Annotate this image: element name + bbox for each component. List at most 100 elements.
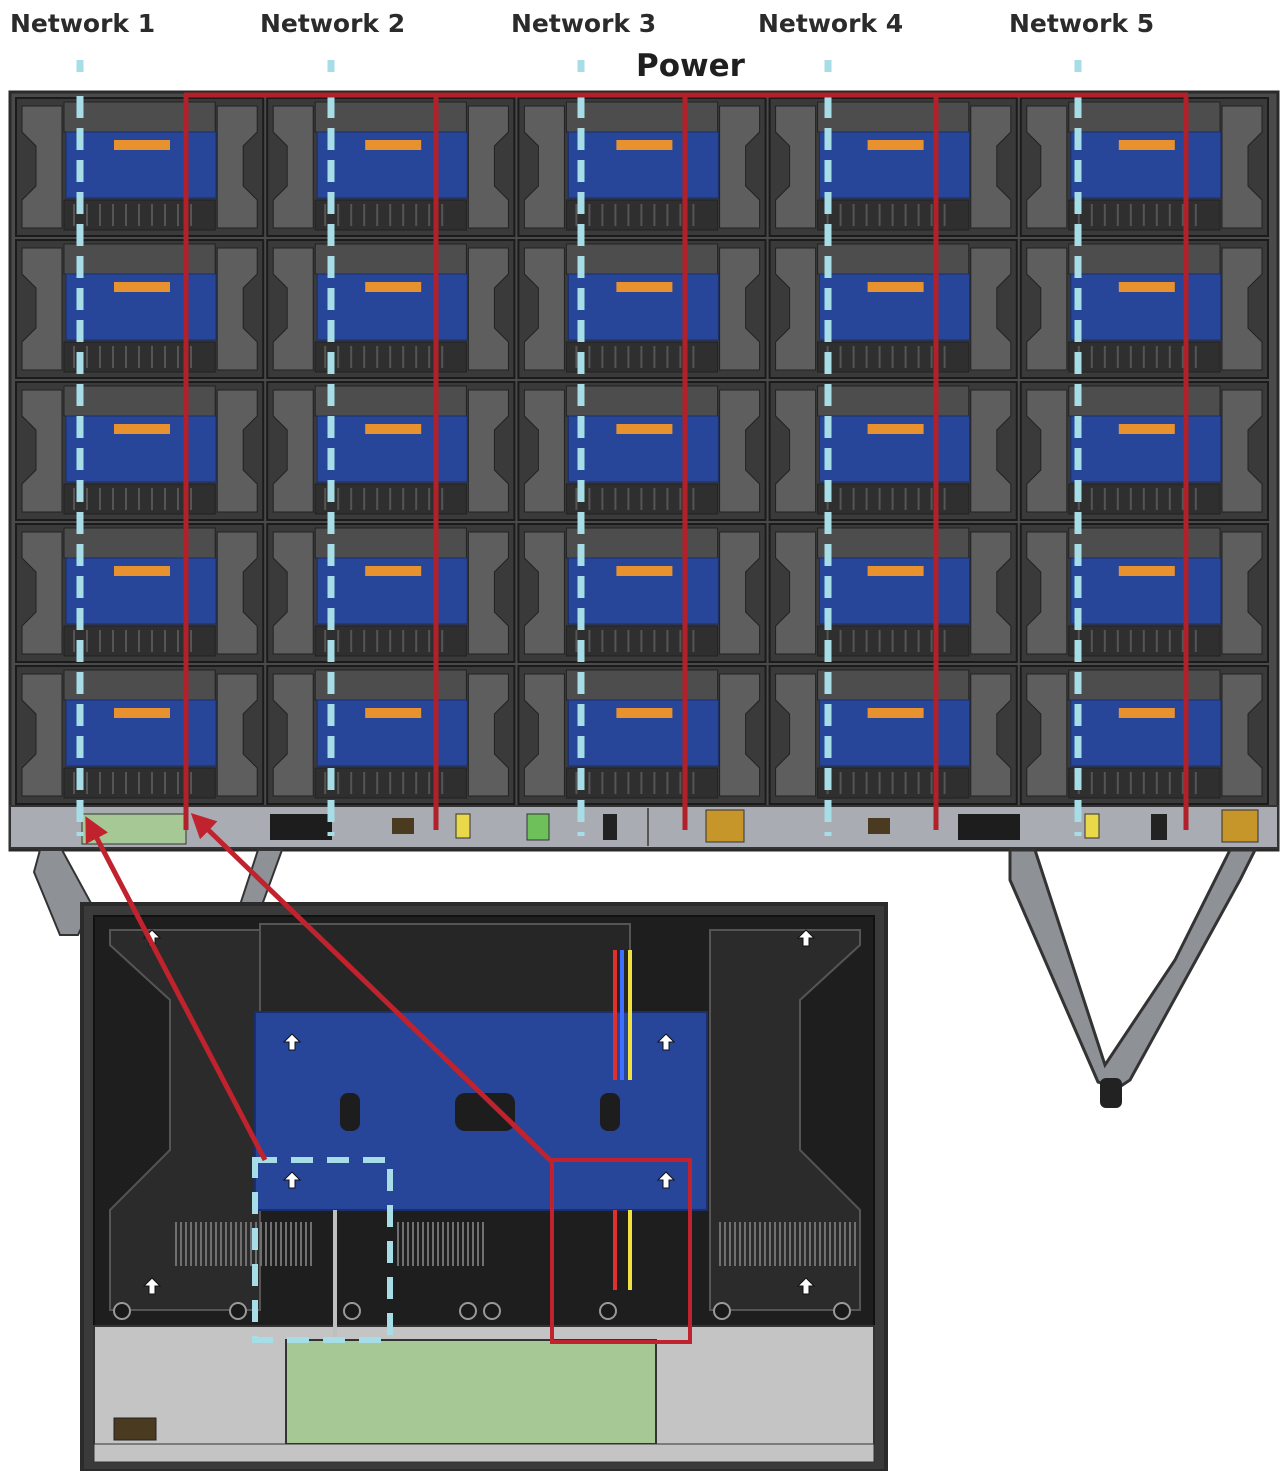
cabinet-top-housing (63, 669, 216, 701)
detail-mount-hole (459, 1302, 477, 1320)
cabinet-connector (114, 140, 170, 150)
cabinet-connector (365, 566, 422, 576)
cabinet-left-bracket (1026, 673, 1068, 797)
cabinet-r5-c1 (15, 665, 265, 805)
cabinet-r2-c3 (517, 239, 767, 379)
detail-pcb-board (285, 1339, 657, 1445)
cabinet-connector (365, 708, 422, 718)
detail-mount-hole (833, 1302, 851, 1320)
cabinet-top-housing (565, 527, 719, 559)
power-pointer-arrow (190, 813, 554, 1164)
cabinet-left-bracket (1026, 531, 1068, 655)
detail-board-cutout-1 (340, 1093, 360, 1131)
cabinet-left-bracket (21, 105, 63, 229)
cabinet-top-housing (817, 527, 970, 559)
cabinet-top-housing (63, 243, 216, 275)
detail-mount-hole (229, 1302, 247, 1320)
cabinet-top-housing (565, 101, 719, 133)
cabinet-top-housing (1068, 243, 1221, 275)
cabinet-r1-c1 (15, 97, 265, 237)
detail-mount-hole (713, 1302, 731, 1320)
cabinet-r4-c2 (266, 523, 516, 663)
cabinet-top-housing (1068, 527, 1221, 559)
cabinet-left-bracket (1026, 247, 1068, 371)
cabinet-right-bracket (970, 531, 1012, 655)
detail-mount-hole (113, 1302, 131, 1320)
network-1-label: Network 1 (10, 9, 156, 38)
cabinet-connector (1118, 424, 1175, 434)
cabinet-top-housing (314, 385, 467, 417)
up-arrow-icon (142, 1277, 162, 1295)
up-arrow-icon (656, 1033, 676, 1051)
network-2-label: Network 2 (260, 9, 406, 38)
bar-fuse-1 (455, 813, 471, 839)
cabinet-connector (114, 282, 170, 292)
cabinet-r2-c2 (266, 239, 516, 379)
bar-green-module (526, 813, 550, 841)
cabinet-right-bracket (467, 105, 509, 229)
cabinet-top-housing (817, 385, 970, 417)
cabinet-connector (867, 282, 924, 292)
cabinet-top-housing (314, 101, 467, 133)
cabinet-top-housing (817, 669, 970, 701)
cabinet-right-bracket (1221, 673, 1263, 797)
cabinet-top-housing (314, 669, 467, 701)
bar-psu-1 (270, 814, 332, 840)
up-arrow-icon (796, 1277, 816, 1295)
cabinet-left-bracket (523, 389, 565, 513)
cabinet-right-bracket (216, 389, 258, 513)
up-arrow-icon (656, 1171, 676, 1189)
cabinet-left-bracket (523, 531, 565, 655)
cabinet-right-bracket (719, 531, 761, 655)
detail-board-cutout-2 (455, 1093, 515, 1131)
cabinet-top-housing (817, 243, 970, 275)
power-label: Power (636, 48, 745, 84)
cabinet-right-bracket (216, 673, 258, 797)
network-pointer-arrow (85, 816, 268, 1162)
cabinet-connector (616, 140, 673, 150)
detail-tray-connector (113, 1417, 157, 1441)
cabinet-right-bracket (216, 531, 258, 655)
cabinet-r3-c3 (517, 381, 767, 521)
cabinet-right-bracket (1221, 105, 1263, 229)
cabinet-connector (867, 140, 924, 150)
cabinet-left-bracket (21, 247, 63, 371)
cabinet-right-bracket (719, 389, 761, 513)
cabinet-r5-c2 (266, 665, 516, 805)
up-arrow-icon (796, 929, 816, 947)
cabinet-r1-c4 (768, 97, 1018, 237)
cabinet-connector (114, 708, 170, 718)
cabinet-connector (616, 708, 673, 718)
up-arrow-icon (282, 1171, 302, 1189)
detail-power-highlight (550, 1158, 692, 1344)
detail-mount-hole (343, 1302, 361, 1320)
cabinet-connector (1118, 566, 1175, 576)
detail-network-highlight (252, 1157, 393, 1343)
bar-yellow-box-1 (705, 809, 745, 843)
cabinet-left-bracket (775, 105, 817, 229)
cabinet-left-bracket (523, 105, 565, 229)
cabinet-right-bracket (216, 247, 258, 371)
bar-psu-2 (958, 814, 1020, 840)
up-arrow-icon (282, 1033, 302, 1051)
cabinet-right-bracket (467, 673, 509, 797)
network-3-label: Network 3 (511, 9, 657, 38)
cabinet-left-bracket (272, 105, 314, 229)
cabinet-r5-c4 (768, 665, 1018, 805)
cabinet-right-bracket (970, 105, 1012, 229)
cabinet-r1-c5 (1019, 97, 1269, 237)
cabinet-connector (114, 566, 170, 576)
bar-yellow-box-2 (1221, 809, 1259, 843)
cabinet-right-bracket (719, 673, 761, 797)
cabinet-module-board (65, 273, 217, 341)
cabinet-connector (1118, 282, 1175, 292)
cabinet-connector (616, 566, 673, 576)
cabinet-left-bracket (775, 531, 817, 655)
cabinet-top-housing (63, 101, 216, 133)
cabinet-top-housing (565, 669, 719, 701)
bar-connector-1 (392, 818, 414, 834)
cabinet-module-board (65, 557, 217, 625)
cabinet-connector (365, 424, 422, 434)
cabinet-top-housing (314, 527, 467, 559)
